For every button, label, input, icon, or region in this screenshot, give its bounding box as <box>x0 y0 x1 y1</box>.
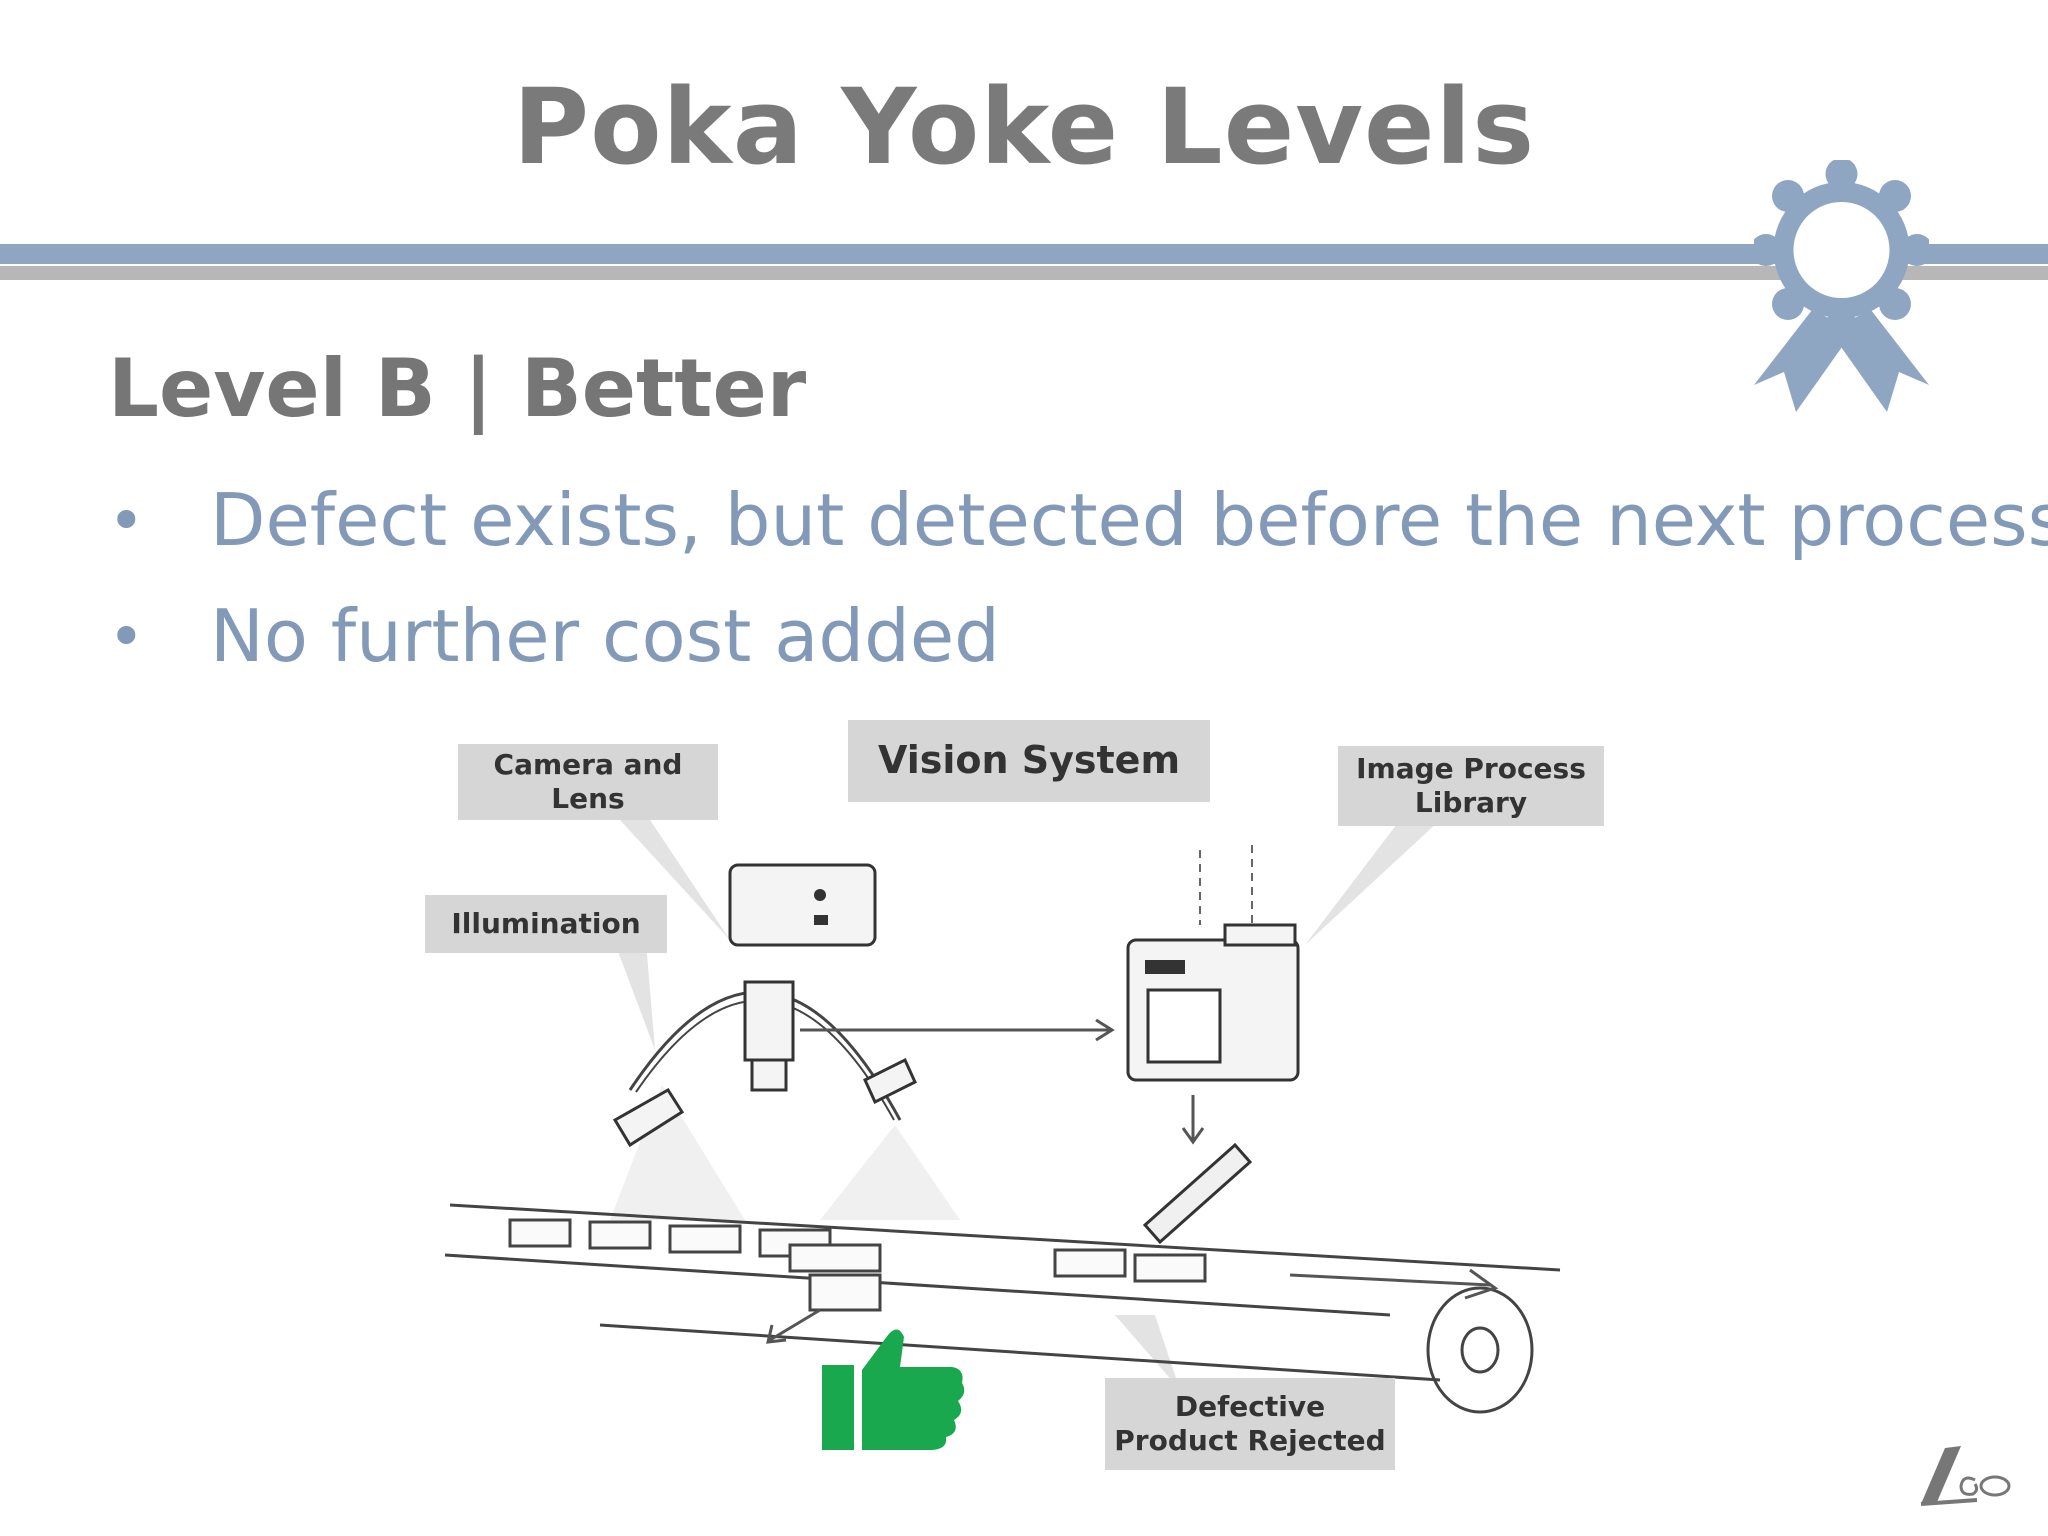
vision-system-diagram: Vision System Camera and Lens Illuminati… <box>400 700 1640 1490</box>
bullet-item: • No further cost added <box>108 578 2048 694</box>
slide-title: Poka Yoke Levels <box>512 66 1536 188</box>
image-process-label: Image Process Library <box>1338 746 1604 826</box>
camera-lens-label: Camera and Lens <box>458 744 718 820</box>
bullet-item: • Defect exists, but detected before the… <box>108 462 2048 578</box>
defective-product-label: Defective Product Rejected <box>1105 1378 1395 1470</box>
conveyor-illustration <box>444 820 1561 1414</box>
header-rule-blue <box>0 244 2048 264</box>
level-heading: Level B | Better <box>108 342 807 435</box>
header-rule-grey <box>0 266 2048 280</box>
bullet-dot: • <box>108 599 145 673</box>
thumbs-up-icon <box>822 1329 965 1450</box>
bullet-list: • Defect exists, but detected before the… <box>108 462 2048 694</box>
bullet-text: Defect exists, but detected before the n… <box>210 478 2048 562</box>
logo-mark <box>1920 1446 2011 1506</box>
vision-system-label: Vision System <box>848 720 1210 802</box>
bullet-text: No further cost added <box>210 594 1000 678</box>
award-ribbon-icon <box>1754 160 1929 412</box>
bullet-dot: • <box>108 483 145 557</box>
illumination-label: Illumination <box>425 895 667 953</box>
